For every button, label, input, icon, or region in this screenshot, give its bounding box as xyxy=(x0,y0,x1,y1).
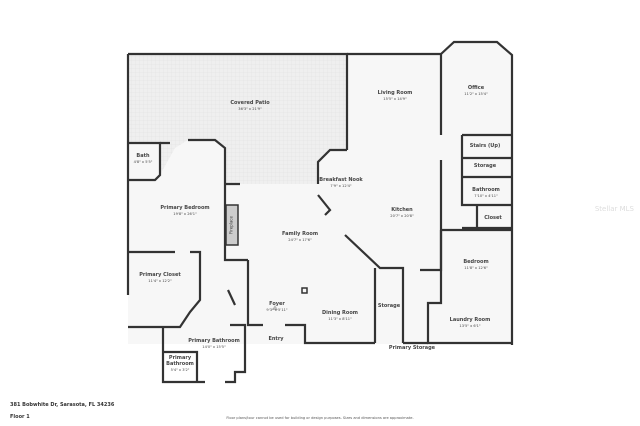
address: 381 Bobwhite Dr, Sarasota, FL 34236 xyxy=(10,402,115,408)
watermark: Stellar MLS xyxy=(594,205,634,213)
disclaimer: Floor plans/tour cannot be used for buil… xyxy=(226,416,414,420)
room-label: Stairs (Up) xyxy=(469,143,501,150)
room-label: Storage xyxy=(377,303,401,310)
column xyxy=(301,287,308,294)
room-label: Closet xyxy=(484,215,502,222)
entry-label: Entry xyxy=(268,336,284,343)
fireplace-label: Fireplace xyxy=(228,216,234,234)
fireplace-shape xyxy=(225,204,239,246)
covered-patio-area xyxy=(128,54,347,184)
office-area xyxy=(441,42,512,135)
room-label: Primary Storage xyxy=(388,345,436,352)
floor-label: Floor 1 xyxy=(10,414,30,420)
entry-arrow-icon xyxy=(272,305,278,310)
walls xyxy=(126,40,514,384)
room-label: Storage xyxy=(473,163,497,170)
